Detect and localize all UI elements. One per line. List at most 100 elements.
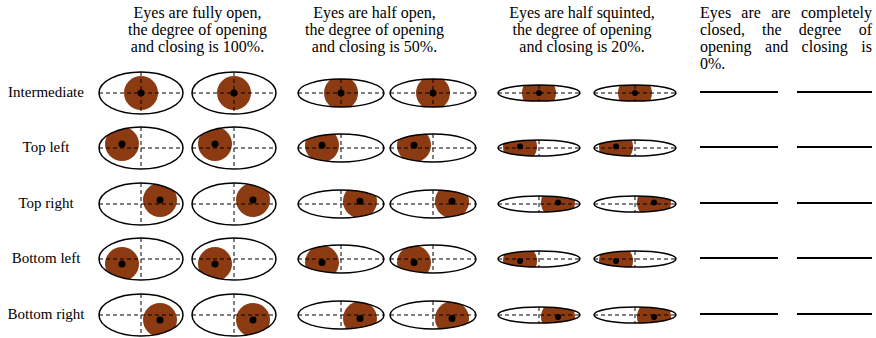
dashed-axis <box>539 140 540 156</box>
iris <box>143 303 177 337</box>
eye <box>99 72 183 114</box>
eye-white <box>192 183 276 225</box>
eye-outline <box>99 127 183 169</box>
closed-eye-line <box>797 91 872 93</box>
dashed-axis <box>433 245 434 273</box>
eye <box>298 301 384 336</box>
dashed-axis <box>141 72 142 114</box>
pupil <box>212 261 219 268</box>
eye-outline <box>192 238 276 280</box>
pupil <box>157 317 164 324</box>
pupil <box>119 141 126 148</box>
dashed-axis <box>539 251 540 267</box>
dashed-axis <box>539 196 540 212</box>
dashed-axis <box>234 72 235 114</box>
eye-white <box>390 190 476 218</box>
eye <box>192 294 276 337</box>
eye-outline <box>390 79 476 107</box>
eye-outline <box>594 307 676 323</box>
eye <box>498 129 580 163</box>
eye-outline <box>298 79 384 107</box>
eye <box>498 185 580 219</box>
eye <box>192 183 276 225</box>
iris-group <box>236 303 270 337</box>
iris <box>637 185 671 219</box>
dashed-axis <box>433 190 434 218</box>
eye <box>298 184 384 218</box>
eye <box>594 185 676 219</box>
eye-white <box>192 294 276 336</box>
iris-group <box>143 303 177 337</box>
pupil <box>250 317 257 324</box>
pupil <box>212 141 219 148</box>
iris-group <box>637 185 671 219</box>
iris <box>503 129 537 163</box>
eye-white <box>298 190 384 218</box>
eye-outline <box>192 127 276 169</box>
iris <box>236 183 270 217</box>
eye <box>192 127 276 169</box>
row-label: Top left <box>0 138 92 156</box>
column-heading: Eyes are half open, the degree of openin… <box>302 4 447 55</box>
dashed-axis <box>635 251 636 267</box>
eye-outline <box>498 307 580 323</box>
eye <box>298 245 384 280</box>
eye <box>390 184 476 218</box>
dashed-axis <box>433 79 434 107</box>
eye-outline <box>498 140 580 156</box>
pupil <box>357 315 364 322</box>
dashed-axis <box>141 294 142 336</box>
iris-group <box>305 246 339 280</box>
eye-white <box>390 301 476 329</box>
dashed-axis <box>341 190 342 218</box>
iris-group <box>599 129 633 163</box>
closed-eye-line <box>797 202 872 204</box>
eye <box>594 129 676 163</box>
eye <box>192 238 276 281</box>
eye-outline <box>192 183 276 225</box>
eye-outline <box>390 134 476 162</box>
iris <box>105 127 139 161</box>
eye <box>594 244 676 278</box>
dashed-axis <box>234 238 235 280</box>
eye-outline <box>390 301 476 329</box>
pupil <box>449 315 456 322</box>
eye-outline <box>298 245 384 273</box>
eye <box>99 127 183 169</box>
eye-outline <box>594 251 676 267</box>
column-heading: Eyes are fully open, the degree of openi… <box>125 4 270 55</box>
iris-group <box>503 129 537 163</box>
dashed-axis <box>141 127 142 169</box>
eye <box>594 300 676 334</box>
eye-outline <box>594 85 676 101</box>
iris-group <box>143 183 177 217</box>
eye-white <box>192 72 276 114</box>
eye-outline <box>390 245 476 273</box>
iris <box>637 300 671 334</box>
dashed-axis <box>635 196 636 212</box>
iris-group <box>503 244 537 278</box>
dashed-axis <box>433 301 434 329</box>
column-heading: Eyes are half squinted, the degree of op… <box>506 4 658 55</box>
eye-outline <box>192 294 276 336</box>
eye-outline <box>298 301 384 329</box>
eye-white <box>99 127 183 169</box>
eye-white <box>99 294 183 336</box>
iris-group <box>236 183 270 217</box>
iris <box>198 127 232 161</box>
eye <box>498 76 580 110</box>
iris <box>397 246 431 280</box>
eye <box>99 183 183 225</box>
pupil <box>250 197 257 204</box>
dashed-axis <box>635 85 636 101</box>
closed-eye-line <box>700 202 778 204</box>
eye <box>192 72 276 114</box>
column-heading: Eyes are are completely closed, the degr… <box>700 4 872 72</box>
closed-eye-line <box>700 146 778 148</box>
dashed-axis <box>635 307 636 323</box>
iris <box>435 302 469 336</box>
closed-eye-line <box>797 146 872 148</box>
iris <box>198 247 232 281</box>
iris <box>599 244 633 278</box>
row-label: Bottom left <box>0 249 92 267</box>
